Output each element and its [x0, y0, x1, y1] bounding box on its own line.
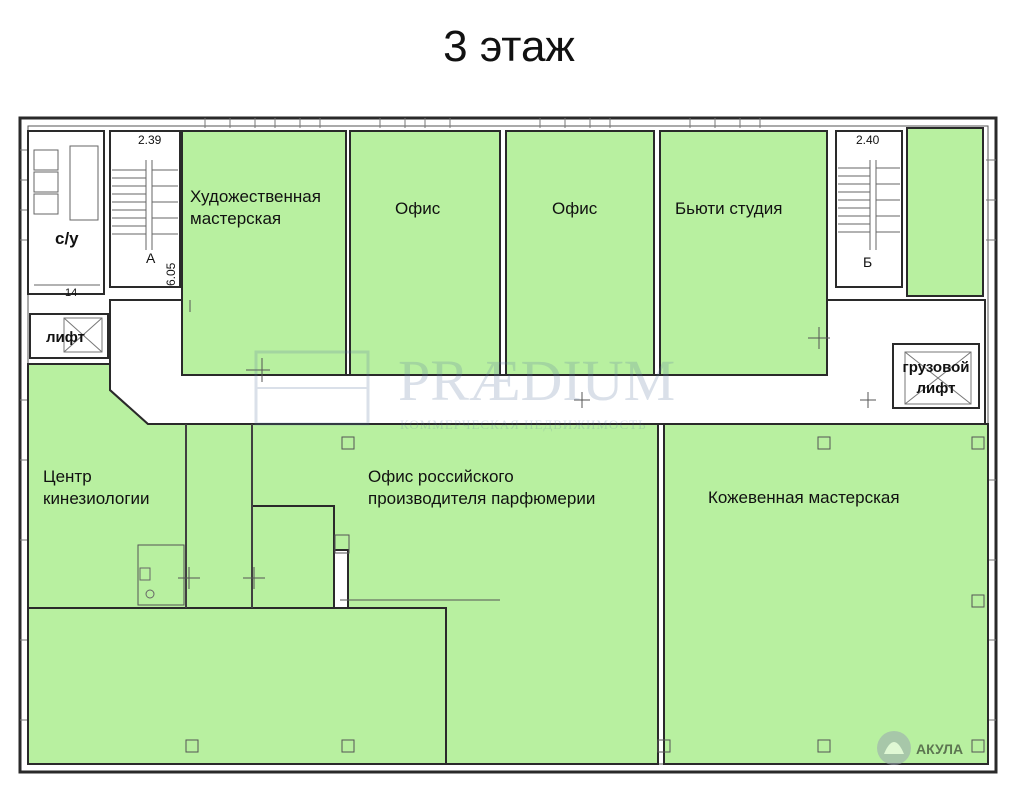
label-stair-b: Б — [863, 254, 872, 270]
label-wc: с/у — [55, 229, 79, 248]
room-office-1 — [349, 130, 501, 376]
floor-title: 3 этаж — [443, 22, 575, 71]
room-lower-left — [27, 607, 447, 765]
label-lift: лифт — [46, 329, 85, 346]
corner-logo: АКУЛА — [877, 731, 963, 765]
label-office-2: Офис — [552, 199, 598, 218]
room-left-cell — [251, 505, 335, 609]
label-leather-workshop: Кожевенная мастерская — [708, 488, 900, 507]
label-freight-lift-line1: грузовой — [902, 359, 969, 376]
label-perfume-office-line1: Офис российского — [368, 467, 514, 486]
room-leather-workshop — [663, 423, 989, 765]
watermark: PRÆDIUM КОММЕРЧЕСКАЯ НЕДВИЖИМОСТЬ — [254, 348, 675, 432]
label-office-1: Офис — [395, 199, 441, 218]
room-office-2 — [505, 130, 655, 376]
label-stair-b-dim-top: 2.40 — [856, 133, 880, 147]
stair-a-block — [109, 130, 181, 288]
partition-lines — [137, 300, 985, 753]
label-kinesiology-line2: кинезиологии — [43, 489, 150, 508]
rooms — [27, 127, 989, 765]
label-stair-a-dim-top: 2.39 — [138, 133, 162, 147]
corridor — [109, 299, 986, 425]
room-labels: Художественная мастерская Офис Офис Бьют… — [43, 133, 970, 508]
label-perfume-office-line2: производителя парфюмерии — [368, 489, 595, 508]
room-art-studio — [181, 130, 347, 376]
wc-block — [27, 130, 105, 295]
wc-fixtures — [33, 145, 155, 599]
room-beauty-studio — [659, 130, 828, 376]
lift-symbols — [63, 317, 972, 405]
stair-b-block — [835, 130, 903, 288]
stair-steps — [112, 160, 900, 250]
corner-logo-text: АКУЛА — [916, 741, 963, 757]
label-freight-lift-line2: лифт — [916, 380, 955, 397]
label-art-studio-line1: Художественная — [190, 187, 321, 206]
room-right-small — [906, 127, 984, 297]
label-stair-a: А — [146, 250, 156, 266]
label-beauty-studio: Бьюти студия — [675, 199, 782, 218]
watermark-tagline: КОММЕРЧЕСКАЯ НЕДВИЖИМОСТЬ — [400, 417, 647, 432]
label-art-studio-line2: мастерская — [190, 209, 281, 228]
label-kinesiology-line1: Центр — [43, 467, 92, 486]
room-middle-strip — [185, 423, 253, 609]
label-wc-dim: 14 — [65, 287, 77, 299]
watermark-brand: PRÆDIUM — [398, 348, 675, 413]
lift-block — [29, 313, 109, 359]
label-stair-a-dim-side: 6.05 — [164, 262, 178, 286]
